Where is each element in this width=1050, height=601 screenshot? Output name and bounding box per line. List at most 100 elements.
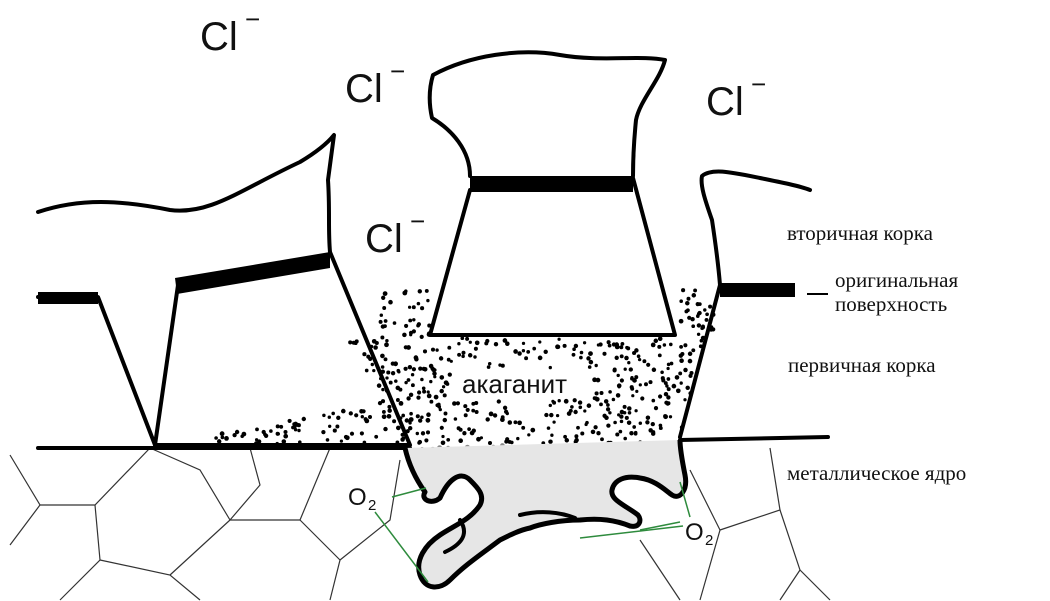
crust-dot: [382, 410, 386, 414]
crust-dot: [527, 433, 530, 436]
crust-dot: [688, 352, 693, 357]
svg-text:−: −: [245, 4, 260, 34]
crust-dot: [399, 401, 404, 406]
crust-dot: [396, 398, 400, 402]
crust-dot: [341, 409, 346, 414]
crust-dot: [624, 356, 629, 361]
crust-dot: [550, 434, 553, 437]
crust-dot: [461, 351, 465, 355]
crust-dot: [406, 396, 410, 400]
crust-dot: [360, 431, 364, 435]
crust-dot: [623, 405, 627, 409]
crust-dot: [681, 288, 685, 292]
crust-dot: [664, 392, 668, 396]
crust-dot: [565, 438, 569, 442]
crust-dot: [414, 357, 418, 361]
crust-dot: [384, 319, 388, 323]
crust-dot: [598, 342, 602, 346]
svg-text:−: −: [751, 69, 766, 99]
crust-dot: [670, 362, 674, 366]
crust-dot: [619, 430, 623, 434]
crust-dot: [666, 367, 669, 370]
crust-dot: [544, 413, 548, 417]
crust-dot: [459, 428, 463, 432]
crust-dot: [691, 324, 695, 328]
crust-dot: [697, 323, 701, 327]
crust-dot: [485, 417, 489, 421]
crust-dot: [606, 423, 610, 427]
crust-dot: [464, 413, 468, 417]
crust-dot: [269, 429, 273, 433]
crust-dot: [366, 355, 370, 359]
crust-dot: [424, 438, 428, 442]
crust-dot: [429, 400, 433, 404]
crust-dot: [620, 420, 624, 424]
crust-dot: [448, 372, 452, 376]
crust-dot: [420, 306, 424, 310]
chloride-ion-2: Cl −: [345, 56, 405, 111]
crust-dot: [405, 418, 409, 422]
crust-dot: [500, 417, 505, 422]
crust-dot: [420, 416, 424, 420]
crust-dot: [583, 341, 586, 344]
crust-dot: [440, 426, 444, 430]
crust-dot: [263, 433, 267, 437]
crust-dot: [513, 420, 517, 424]
crust-dot: [679, 319, 684, 324]
crust-dot: [429, 380, 432, 383]
crust-dot: [488, 441, 492, 445]
svg-text:Cl: Cl: [365, 217, 403, 261]
crust-dot: [328, 425, 331, 428]
crust-dot: [379, 320, 383, 324]
crust-dot: [626, 346, 630, 350]
crust-dot: [544, 350, 548, 354]
crust-dot: [669, 415, 672, 418]
svg-text:Cl: Cl: [706, 80, 744, 124]
crust-dot: [468, 353, 472, 357]
crust-dot: [408, 306, 411, 309]
crust-dot: [592, 377, 597, 382]
crust-dot: [578, 400, 582, 404]
primary-crust-label: первичная корка: [788, 353, 936, 377]
crust-dot: [522, 349, 525, 352]
crust-dot: [591, 430, 596, 435]
crust-dot: [547, 426, 551, 430]
crust-dot: [612, 368, 616, 372]
crust-dot: [685, 386, 689, 390]
crust-dot: [589, 360, 594, 365]
crust-dot: [421, 431, 425, 435]
crust-dot: [494, 342, 498, 346]
crust-dot: [422, 367, 426, 371]
crust-dot: [365, 369, 369, 373]
crust-dot: [596, 431, 600, 435]
crust-dot: [322, 414, 325, 417]
crust-dot: [417, 302, 421, 306]
crust-dot: [335, 425, 339, 429]
crust-dot: [595, 397, 600, 402]
chloride-ion-1: Cl −: [200, 4, 260, 59]
crust-dot: [388, 300, 393, 305]
crust-dot: [642, 359, 646, 363]
crust-dot: [383, 291, 388, 296]
crust-dot: [461, 355, 465, 359]
crust-dot: [663, 414, 668, 419]
crust-dot: [661, 376, 665, 380]
crust-dot: [506, 412, 509, 415]
crust-dot: [615, 356, 619, 360]
crust-dot: [362, 352, 366, 356]
crust-dot: [450, 360, 453, 363]
crust-dot: [217, 439, 221, 443]
crust-dot: [475, 340, 480, 345]
crust-dot: [574, 434, 578, 438]
crust-dot: [385, 376, 388, 379]
crust-dot: [526, 350, 530, 354]
crust-dot: [522, 342, 525, 345]
crust-dot: [389, 381, 393, 385]
crust-dot: [214, 436, 218, 440]
crust-dot: [606, 403, 610, 407]
crust-dot: [426, 430, 430, 434]
crust-dot: [552, 401, 556, 405]
crust-dot: [403, 367, 407, 371]
crust-dot: [283, 430, 287, 434]
crust-dot: [632, 425, 636, 429]
